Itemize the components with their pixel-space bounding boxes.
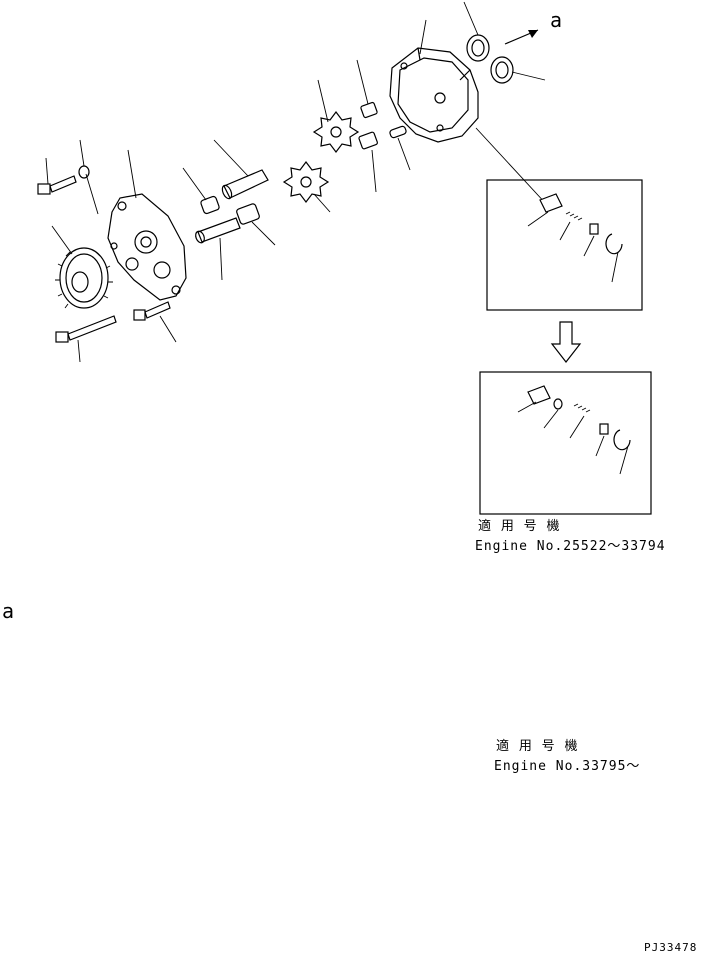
variant3-applicable-label: 適 用 号 機 <box>496 739 579 754</box>
bushing-upper <box>356 59 378 119</box>
ref-a-top: a <box>550 8 564 32</box>
arrow-to-a-top <box>504 29 539 45</box>
variant2-applicable-label: 適 用 号 機 <box>478 519 561 534</box>
ref-a-left: a <box>2 599 16 623</box>
seal-ring-1 <box>463 1 490 62</box>
pump-housing <box>389 19 479 143</box>
bolt-long-lower <box>55 315 117 363</box>
gear-upper <box>312 79 360 153</box>
drawing-code: PJ33478 <box>644 941 698 954</box>
bolt-short-lower <box>133 301 177 343</box>
relief-valve-box-1 <box>486 179 643 311</box>
pump-cover <box>107 149 187 301</box>
relief-valve-box-2 <box>479 371 652 515</box>
shaft-lower <box>195 217 241 281</box>
shaft-upper <box>213 139 269 200</box>
washer-upper-left <box>78 139 99 215</box>
down-arrow-1 <box>550 321 582 363</box>
drive-gear <box>51 225 113 309</box>
variant3-engine-label: Engine No.33795～ <box>494 759 641 774</box>
bushing-shaft-lower <box>236 203 276 246</box>
bushing-shaft-upper <box>182 167 220 215</box>
bolt-upper-left <box>37 157 77 195</box>
seal-ring-2 <box>490 56 546 84</box>
variant2-engine-label: Engine No.25522～33794 <box>475 539 666 554</box>
gear-lower <box>282 161 331 213</box>
dowel-pin <box>389 125 411 171</box>
bushing-lower <box>358 131 378 193</box>
